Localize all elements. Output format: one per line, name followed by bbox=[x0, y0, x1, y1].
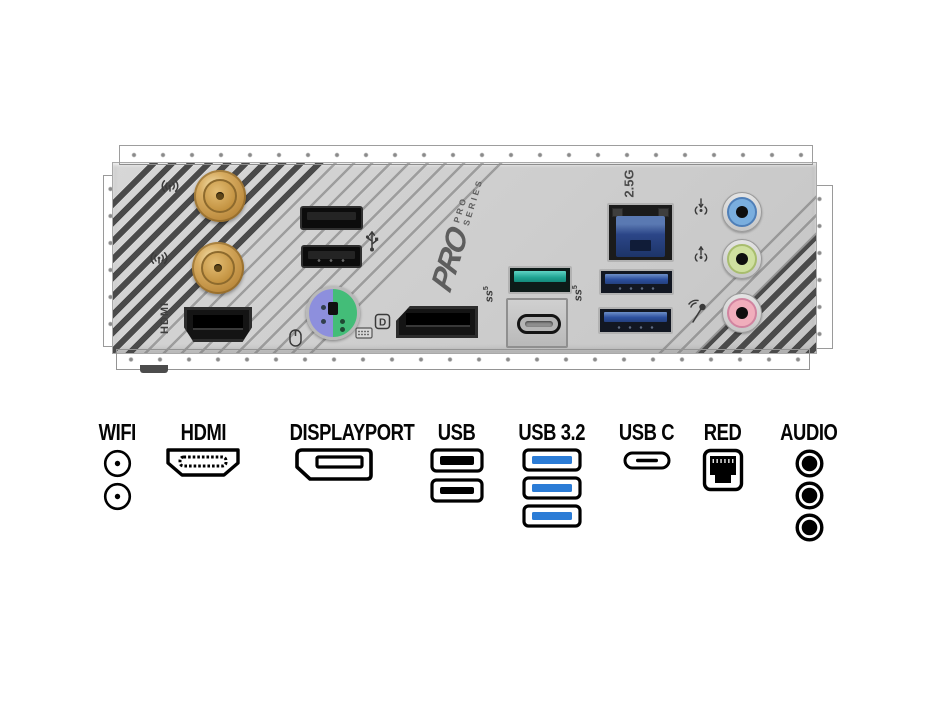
usb-tongue bbox=[514, 271, 566, 282]
usb-a-3-icon bbox=[522, 448, 582, 472]
shield-top-flange bbox=[119, 145, 813, 165]
lan-socket bbox=[616, 216, 665, 257]
shield-bottom-flange bbox=[116, 349, 810, 370]
usb32-blue-port-1 bbox=[599, 269, 674, 295]
pin-header-icon bbox=[355, 327, 373, 339]
lan-slot bbox=[630, 240, 651, 251]
usb-superspeed5-mark: ss5 bbox=[482, 286, 496, 303]
lan-speed-label: 2.5G bbox=[621, 169, 637, 198]
legend-label: HDMI bbox=[180, 419, 226, 445]
usb-a-3-icon bbox=[522, 504, 582, 528]
audio-jack-line-in bbox=[722, 192, 762, 232]
shield-mount-tab bbox=[140, 365, 168, 373]
usb-a-icon bbox=[430, 478, 484, 503]
usb2-port-2 bbox=[301, 245, 362, 268]
jack-hole bbox=[736, 206, 748, 218]
usb-tongue bbox=[604, 312, 667, 322]
usb-c-slot bbox=[525, 321, 553, 327]
displayport-port bbox=[396, 306, 478, 338]
audio-jack-line-out bbox=[722, 239, 762, 279]
legend-label: USB bbox=[438, 419, 476, 445]
usb-trident-icon bbox=[365, 231, 379, 252]
antenna-center bbox=[216, 192, 224, 200]
legend-hdmi: HDMI bbox=[143, 420, 263, 477]
usb-a-icon bbox=[430, 448, 484, 473]
ps2-port bbox=[306, 286, 360, 340]
usb-tongue bbox=[605, 274, 668, 284]
mic-icon bbox=[688, 299, 706, 323]
legend-wifi: WIFI bbox=[57, 420, 177, 512]
legend-displayport: DISPLAYPORT bbox=[274, 420, 415, 481]
usb-pins bbox=[615, 287, 658, 290]
jack-hole bbox=[736, 253, 748, 265]
usb32-blue-port-2 bbox=[598, 307, 673, 334]
usb32-teal-port bbox=[508, 266, 572, 294]
usb-pins bbox=[313, 259, 350, 262]
displayport-logo-icon: D bbox=[374, 313, 391, 330]
dp-letter: D bbox=[379, 318, 386, 329]
displayport-port-icon bbox=[295, 448, 373, 481]
legend-usbc: USB C bbox=[587, 420, 707, 470]
lan-port-2-5g bbox=[607, 203, 674, 262]
brand-logo-text: PRO bbox=[424, 222, 475, 297]
jack-hole bbox=[736, 307, 748, 319]
hdmi-slot bbox=[193, 315, 243, 330]
brand-series-text: PRO SERIES bbox=[451, 176, 485, 227]
mouse-icon bbox=[289, 329, 302, 347]
audio-jack-icon bbox=[794, 481, 824, 510]
legend-usb32: USB 3.2 bbox=[492, 420, 612, 528]
audio-jack-icon bbox=[794, 513, 824, 542]
jack-ring bbox=[727, 244, 757, 274]
legend-label: DISPLAYPORT bbox=[289, 419, 415, 445]
wifi-antenna-connector-2 bbox=[192, 242, 244, 294]
audio-jack-icon bbox=[794, 449, 824, 478]
usb-superspeed5-mark: ss5 bbox=[571, 285, 585, 302]
usb-pins bbox=[614, 326, 657, 329]
wifi-jack-icon bbox=[103, 482, 131, 511]
legend-lan: RED bbox=[663, 420, 783, 492]
legend-label: USB 3.2 bbox=[518, 419, 586, 445]
io-shield-photo: HDMI D PRO PRO SERIES ss5 2 bbox=[103, 143, 833, 373]
legend-label: WIFI bbox=[98, 419, 136, 445]
wifi-jack-icon bbox=[103, 449, 131, 478]
audio-jack-mic bbox=[722, 293, 762, 333]
legend-label: RED bbox=[704, 419, 742, 445]
usb-c-block bbox=[506, 298, 568, 348]
usb2-port-1 bbox=[300, 206, 363, 230]
wifi-icon bbox=[161, 180, 179, 192]
wifi-antenna-connector-1 bbox=[194, 170, 246, 222]
antenna-center bbox=[214, 264, 222, 272]
ps2-key bbox=[328, 302, 338, 315]
rj45-icon bbox=[702, 448, 744, 492]
usb-tongue bbox=[307, 212, 356, 220]
hdmi-port-label: HDMI bbox=[159, 301, 171, 334]
line-in-icon bbox=[694, 198, 708, 215]
legend-label: USB C bbox=[619, 419, 675, 445]
hdmi-port bbox=[184, 307, 252, 342]
legend-audio: AUDIO bbox=[749, 420, 869, 543]
usb-tongue bbox=[308, 251, 355, 259]
line-out-icon bbox=[694, 246, 708, 262]
usb-c-icon bbox=[623, 451, 671, 470]
legend-label: AUDIO bbox=[780, 419, 838, 445]
usb-c-port bbox=[517, 314, 561, 334]
dp-slot bbox=[406, 313, 470, 327]
legend-usb: USB bbox=[397, 420, 517, 503]
usb-a-3-icon bbox=[522, 476, 582, 500]
wifi-icon bbox=[150, 252, 168, 264]
hdmi-port-icon bbox=[166, 448, 240, 477]
